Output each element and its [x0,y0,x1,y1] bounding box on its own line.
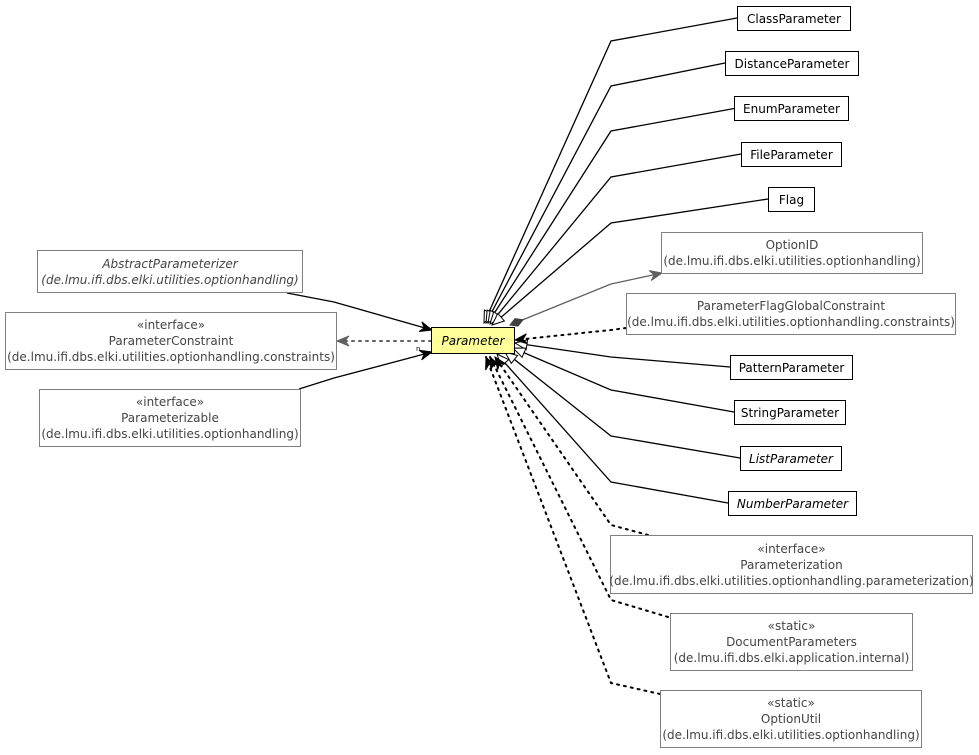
class-name: DistanceParameter [734,56,850,71]
class-name: FileParameter [750,147,833,162]
class-package: (de.lmu.ifi.dbs.elki.utilities.optionhan… [41,272,299,287]
edge-stringparameter [513,347,735,413]
class-distanceparameter[interactable]: DistanceParameter [725,51,859,76]
edge-classparameter [483,17,738,323]
class-name: ListParameter [749,451,833,466]
class-documentparameters[interactable]: «static» DocumentParameters (de.lmu.ifi.… [670,613,913,671]
class-package: (de.lmu.ifi.dbs.elki.utilities.optionhan… [663,254,921,268]
class-parameter-name: Parameter [441,333,505,348]
edge-abstractparameterizer [286,292,432,330]
interface-parameterization[interactable]: «interface» Parameterization (de.lmu.ifi… [609,535,974,594]
class-package: (de.lmu.ifi.dbs.elki.utilities.optionhan… [662,728,920,742]
class-enumparameter[interactable]: EnumParameter [734,96,849,121]
class-package: (de.lmu.ifi.dbs.elki.utilities.optionhan… [627,315,955,329]
class-package: (de.lmu.ifi.dbs.elki.utilities.optionhan… [609,573,974,588]
edge-distanceparameter [486,62,726,323]
class-package: (de.lmu.ifi.dbs.elki.application.interna… [673,651,910,665]
edge-documentparameters [489,357,669,618]
edge-parameterizable [298,352,432,390]
edge-parameterization [494,357,649,536]
class-name: AbstractParameterizer [102,256,238,271]
edge-optionutil [485,357,661,695]
class-stringparameter[interactable]: StringParameter [734,400,846,425]
interface-parameterizable[interactable]: «interface» Parameterizable (de.lmu.ifi.… [39,389,301,447]
class-name: DocumentParameters [726,635,857,649]
class-listparameter[interactable]: ListParameter [740,446,842,471]
class-name: Parameterizable [121,411,219,425]
class-fileparameter[interactable]: FileParameter [741,142,842,167]
interface-parameterconstraint[interactable]: «interface» ParameterConstraint (de.lmu.… [5,312,337,370]
class-name: OptionUtil [760,712,822,726]
class-name: ParameterConstraint [108,334,234,348]
class-package: (de.lmu.ifi.dbs.elki.utilities.optionhan… [7,350,335,364]
edge-numberparameter [497,354,729,504]
interface-stereotype: «interface» [135,395,205,409]
class-name: Flag [778,192,805,207]
class-name: StringParameter [740,405,840,420]
class-stereotype: «static» [767,696,815,710]
class-patternparameter[interactable]: PatternParameter [730,355,853,380]
class-numberparameter[interactable]: NumberParameter [728,491,857,516]
class-name: NumberParameter [736,496,849,511]
edge-multiplicity-label: n [416,345,421,353]
class-flag[interactable]: Flag [768,187,815,212]
class-abstractparameterizer[interactable]: AbstractParameterizer (de.lmu.ifi.dbs.el… [37,250,303,293]
class-name: PatternParameter [738,360,845,375]
edge-enumparameter [488,107,738,323]
interface-stereotype: «interface» [136,318,206,332]
edge-patternparameter [515,343,731,368]
class-name: ClassParameter [746,11,841,26]
class-name: Parameterization [740,557,843,572]
edge-globalconstraint [515,327,627,340]
class-parameterflagglobalconstraint[interactable]: ParameterFlagGlobalConstraint (de.lmu.if… [626,293,956,335]
class-name: ParameterFlagGlobalConstraint [696,299,886,313]
edge-listparameter [505,352,741,459]
class-name: EnumParameter [743,101,840,116]
class-name: OptionID [765,238,819,252]
interface-stereotype: «interface» [757,541,826,556]
edge-optionid [510,273,662,325]
class-parameter[interactable]: Parameter [431,327,515,354]
class-stereotype: «static» [767,619,816,633]
class-package: (de.lmu.ifi.dbs.elki.utilities.optionhan… [41,427,299,441]
class-classparameter[interactable]: ClassParameter [737,6,851,31]
class-optionid[interactable]: OptionID (de.lmu.ifi.dbs.elki.utilities.… [661,232,923,274]
class-optionutil[interactable]: «static» OptionUtil (de.lmu.ifi.dbs.elki… [660,690,922,748]
